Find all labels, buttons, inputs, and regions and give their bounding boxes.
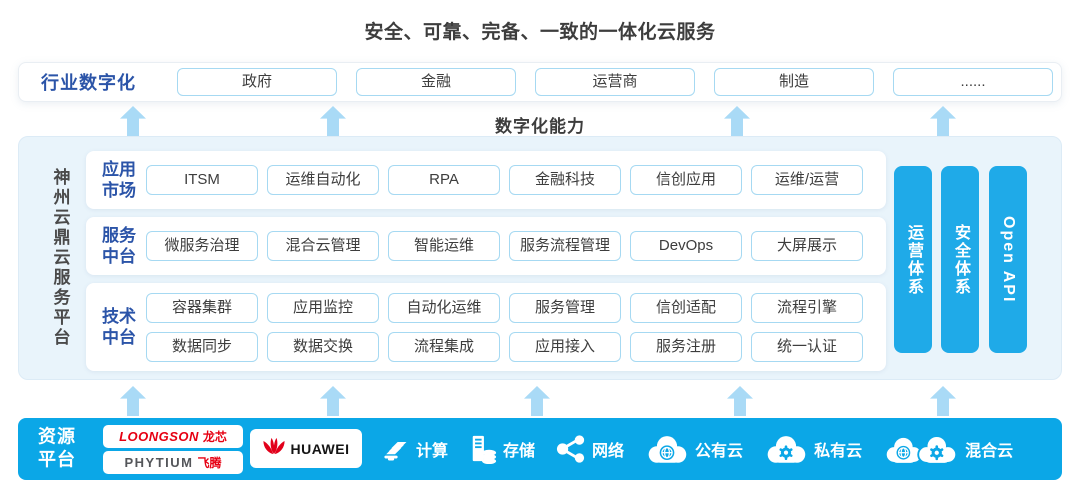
industry-items: 政府 金融 运营商 制造 ......	[177, 68, 1053, 96]
resource-item-storage: 存储	[469, 434, 535, 464]
loongson-logo: LOONGSON 龙芯	[103, 425, 243, 448]
tech-item-app-monitoring: 应用监控	[267, 292, 379, 323]
industry-row-label: 行业数字化	[41, 73, 136, 93]
app-market-row: 应用市场 ITSM 运维自动化 RPA 金融科技 信创应用 运维/运营	[86, 151, 886, 209]
pillar-security-system: 安全体系	[941, 166, 979, 353]
resource-items: 计算 存储	[380, 418, 1013, 480]
up-arrow-icon	[524, 386, 550, 416]
svc-item-devops: DevOps	[630, 231, 742, 261]
resource-item-network: 网络	[556, 434, 624, 464]
industry-item-government: 政府	[177, 68, 337, 96]
tech-item-data-sync: 数据同步	[146, 331, 258, 362]
service-middle-platform-row: 服务中台 微服务治理 混合云管理 智能运维 服务流程管理 DevOps 大屏展示	[86, 217, 886, 275]
tech-item-xinchuang-adaptation: 信创适配	[630, 292, 742, 323]
resource-item-hybrid-cloud: 混合云	[883, 434, 1013, 464]
platform-side-label: 神州云鼎云服务平台	[50, 168, 70, 348]
resource-platform-bar: 资源平台 LOONGSON 龙芯 PHYTIUM 飞腾 HUAWEI	[18, 418, 1062, 480]
up-arrow-icon	[120, 386, 146, 416]
compute-icon	[380, 435, 410, 463]
app-item-ops-operation: 运维/运营	[751, 165, 863, 195]
hybrid-cloud-icon	[883, 434, 959, 464]
app-item-itsm: ITSM	[146, 165, 258, 195]
resource-item-compute: 计算	[380, 435, 448, 463]
svc-item-hybrid-cloud-mgmt: 混合云管理	[267, 231, 379, 261]
app-item-xinchuang-app: 信创应用	[630, 165, 742, 195]
svc-item-service-process-mgmt: 服务流程管理	[509, 231, 621, 261]
app-item-rpa: RPA	[388, 165, 500, 195]
up-arrow-icon	[320, 386, 346, 416]
up-arrow-icon	[930, 386, 956, 416]
up-arrow-icon	[727, 386, 753, 416]
industry-digitalization-row: 行业数字化 政府 金融 运营商 制造 ......	[18, 62, 1062, 102]
industry-item-finance: 金融	[356, 68, 516, 96]
tech-item-data-exchange: 数据交换	[267, 331, 379, 362]
tech-middle-platform-items: 容器集群 应用监控 自动化运维 服务管理 信创适配 流程引擎 数据同步 数据交换…	[146, 292, 872, 362]
tech-item-service-mgmt: 服务管理	[509, 292, 621, 323]
public-cloud-icon	[645, 434, 689, 464]
app-item-ops-automation: 运维自动化	[267, 165, 379, 195]
app-item-fintech: 金融科技	[509, 165, 621, 195]
digital-capability-label: 数字化能力	[495, 117, 585, 136]
tech-middle-platform-row: 技术中台 容器集群 应用监控 自动化运维 服务管理 信创适配 流程引擎 数据同步…	[86, 283, 886, 371]
page-title: 安全、可靠、完备、一致的一体化云服务	[364, 22, 716, 43]
pillar-open-api: Open API	[989, 166, 1027, 353]
tech-middle-platform-label: 技术中台	[102, 306, 136, 347]
service-middle-platform-items: 微服务治理 混合云管理 智能运维 服务流程管理 DevOps 大屏展示	[146, 231, 872, 261]
app-market-items: ITSM 运维自动化 RPA 金融科技 信创应用 运维/运营	[146, 165, 872, 195]
tech-item-service-registry: 服务注册	[630, 331, 742, 362]
huawei-logo: HUAWEI	[250, 429, 362, 468]
resource-platform-label: 资源平台	[38, 426, 76, 470]
network-icon	[556, 434, 586, 464]
storage-icon	[469, 434, 497, 464]
huawei-flower-icon	[262, 437, 285, 461]
industry-item-operator: 运营商	[535, 68, 695, 96]
pillar-operation-system: 运营体系	[894, 166, 932, 353]
phytium-logo: PHYTIUM 飞腾	[103, 451, 243, 474]
tech-item-app-access: 应用接入	[509, 331, 621, 362]
tech-item-unified-auth: 统一认证	[751, 331, 863, 362]
tech-item-container-cluster: 容器集群	[146, 292, 258, 323]
resource-item-private-cloud: 私有云	[764, 434, 862, 464]
platform-side-label-wrap: 神州云鼎云服务平台	[43, 137, 77, 379]
tech-item-process-integration: 流程集成	[388, 331, 500, 362]
cloud-service-platform-panel: 神州云鼎云服务平台 应用市场 ITSM 运维自动化 RPA 金融科技 信创应用 …	[18, 136, 1062, 380]
industry-item-more: ......	[893, 68, 1053, 96]
resource-item-public-cloud: 公有云	[645, 434, 743, 464]
private-cloud-icon	[764, 434, 808, 464]
svc-item-big-screen: 大屏展示	[751, 231, 863, 261]
industry-item-manufacturing: 制造	[714, 68, 874, 96]
tech-item-process-engine: 流程引擎	[751, 292, 863, 323]
app-market-label: 应用市场	[102, 159, 136, 200]
service-middle-platform-label: 服务中台	[102, 225, 136, 266]
svc-item-microservice-governance: 微服务治理	[146, 231, 258, 261]
tech-item-automated-ops: 自动化运维	[388, 292, 500, 323]
svc-item-intelligent-ops: 智能运维	[388, 231, 500, 261]
